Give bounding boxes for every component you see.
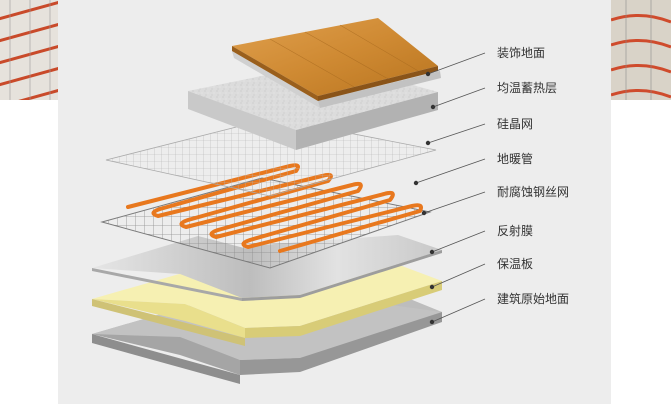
label-base-floor: 建筑原始地面	[497, 292, 570, 306]
leader-lines	[413, 52, 486, 325]
label-steel-mesh: 耐腐蚀钢丝网	[497, 185, 570, 199]
label-silicon-mesh: 硅晶网	[497, 117, 534, 131]
silicon-mesh-layer	[105, 117, 437, 197]
label-heating-pipe: 地暖管	[497, 152, 534, 166]
heating-pipe-layer	[126, 163, 423, 253]
label-insulation-board: 保温板	[497, 257, 534, 271]
label-floor-finish: 装饰地面	[497, 46, 546, 60]
floor-finish-layer	[232, 18, 441, 108]
right-photo-strip	[611, 0, 671, 100]
label-heat-storage: 均温蓄热层	[497, 81, 558, 95]
label-reflective-film: 反射膜	[497, 224, 534, 238]
left-photo-strip	[0, 0, 58, 100]
